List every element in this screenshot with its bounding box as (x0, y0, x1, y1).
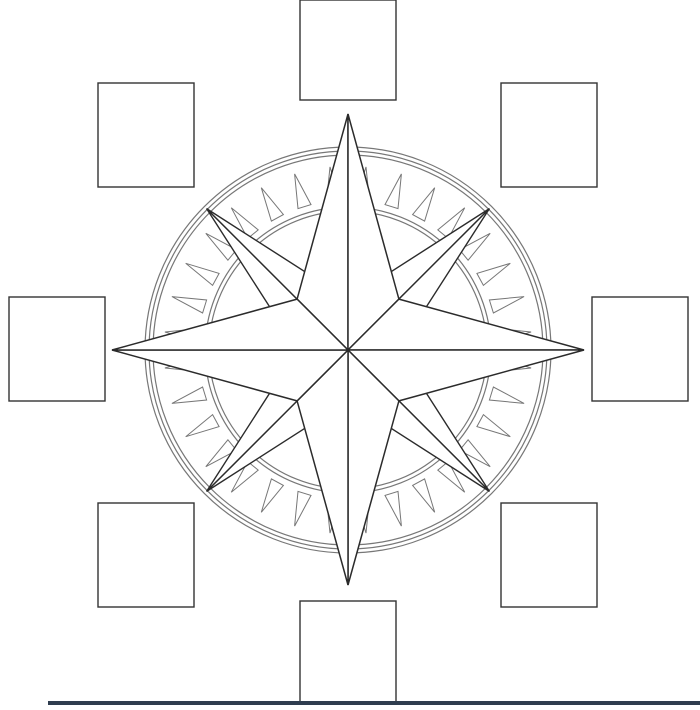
ring-tooth (488, 386, 525, 404)
ring-tooth (458, 232, 491, 261)
ring-tooth (294, 173, 312, 210)
box-southeast[interactable] (500, 502, 598, 608)
box-east[interactable] (591, 296, 689, 402)
ring-tooth (476, 262, 511, 287)
ring-tooth (476, 413, 511, 438)
ring-tooth (230, 460, 259, 493)
ring-tooth (185, 262, 220, 287)
bottom-edge-bar (48, 701, 700, 705)
ring-tooth (411, 478, 436, 513)
ring-tooth (294, 490, 312, 527)
ring-tooth (488, 296, 525, 314)
ring-tooth (458, 439, 491, 468)
ring-tooth (437, 460, 466, 493)
ring-tooth (171, 296, 208, 314)
box-south[interactable] (299, 600, 397, 704)
ring-tooth (437, 207, 466, 240)
box-west[interactable] (8, 296, 106, 402)
ring-tooth (205, 439, 238, 468)
box-north[interactable] (299, 0, 397, 101)
ring-tooth (260, 478, 285, 513)
ring-tooth (205, 232, 238, 261)
ring-tooth (230, 207, 259, 240)
ring-tooth (384, 173, 402, 210)
ring-tooth (260, 187, 285, 222)
ring-tooth (171, 386, 208, 404)
ring-tooth (185, 413, 220, 438)
box-northeast[interactable] (500, 82, 598, 188)
ring-tooth (411, 187, 436, 222)
cardinal-point-half (111, 298, 350, 351)
ring-tooth (384, 490, 402, 527)
box-northwest[interactable] (97, 82, 195, 188)
cardinal-points (111, 113, 585, 586)
box-southwest[interactable] (97, 502, 195, 608)
rose-center-dot (346, 348, 350, 352)
